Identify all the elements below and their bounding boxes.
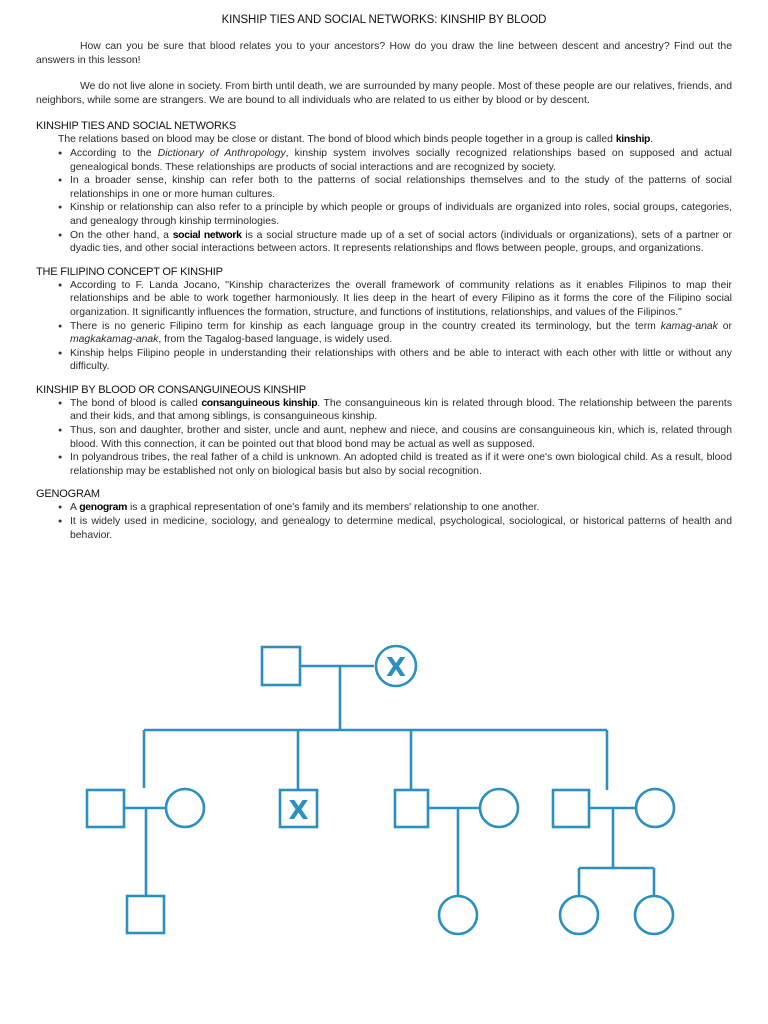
item-text: or: [717, 320, 732, 332]
list-item: There is no generic Filipino term for ki…: [58, 320, 732, 347]
list-item: The bond of blood is called consanguineo…: [58, 397, 733, 424]
list-item: On the other hand, a social network is a…: [58, 229, 732, 256]
list-item: In a broader sense, kinship can refer bo…: [58, 174, 732, 201]
italic-magkakamag-anak: magkakamag-anak: [70, 334, 159, 346]
term-genogram: genogram: [79, 502, 128, 514]
item-text: There is no generic Filipino term for ki…: [70, 320, 661, 332]
lead-text-end: .: [650, 134, 653, 146]
heading-consanguineous: KINSHIP BY BLOOD OR CONSANGUINEOUS KINSH…: [36, 383, 306, 396]
male-symbol: [85, 788, 126, 829]
male-symbol: [260, 645, 302, 687]
deceased-mark: X: [288, 796, 308, 826]
list-item: It is widely used in medicine, sociology…: [58, 515, 732, 542]
term-kinship: kinship: [615, 134, 651, 146]
female-symbol: [633, 894, 675, 936]
list-item: According to F. Landa Jocano, "Kinship c…: [58, 279, 732, 320]
list-item: A genogram is a graphical representation…: [58, 501, 732, 515]
intro-paragraph-1: How can you be sure that blood relates y…: [36, 41, 732, 66]
item-text: is a graphical representation of one's f…: [127, 502, 540, 514]
document-page: KINSHIP TIES AND SOCIAL NETWORKS: KINSHI…: [36, 14, 732, 542]
male-symbol: [551, 788, 591, 829]
list-item: Thus, son and daughter, brother and sist…: [58, 424, 732, 451]
filipino-concept-list: According to F. Landa Jocano, "Kinship c…: [36, 279, 732, 374]
italic-dictionary: Dictionary of Anthropology: [157, 147, 286, 159]
list-item: According to the Dictionary of Anthropol…: [58, 147, 732, 174]
heading-genogram: GENOGRAM: [36, 488, 100, 501]
list-item: Kinship or relationship can also refer t…: [58, 201, 732, 228]
consanguineous-list: The bond of blood is called consanguineo…: [36, 397, 732, 479]
female-symbol: [558, 894, 600, 936]
term-social-network: social network: [172, 229, 242, 241]
heading-kinship-ties: KINSHIP TIES AND SOCIAL NETWORKS: [36, 120, 237, 133]
female-deceased-symbol: [374, 644, 418, 688]
italic-kamag-anak: kamag-anak: [660, 320, 718, 332]
heading-filipino-concept: THE FILIPINO CONCEPT OF KINSHIP: [36, 265, 223, 278]
female-symbol: [634, 787, 676, 829]
female-symbol: [164, 787, 206, 829]
item-text: , kinship system involves socially recog…: [70, 147, 732, 173]
intro-paragraph-2: We do not live alone in society. From bi…: [36, 81, 732, 106]
item-text: . The consanguineous kin is related thro…: [70, 397, 733, 423]
item-text: On the other hand, a: [70, 229, 173, 241]
list-item: In polyandrous tribes, the real father o…: [58, 451, 732, 478]
item-text: The bond of blood is called: [70, 397, 202, 409]
male-deceased-symbol: [278, 788, 319, 829]
male-symbol: [393, 788, 430, 829]
list-item: Kinship helps Filipino people in underst…: [58, 347, 732, 374]
lead-text: The relations based on blood may be clos…: [58, 134, 616, 146]
genogram-diagram: X X: [85, 644, 676, 936]
deceased-mark: X: [386, 653, 406, 683]
female-symbol: [437, 894, 479, 936]
male-symbol: [125, 894, 166, 935]
page-title: KINSHIP TIES AND SOCIAL NETWORKS: KINSHI…: [221, 14, 547, 26]
genogram-list: A genogram is a graphical representation…: [36, 501, 732, 542]
term-consanguineous-kinship: consanguineous kinship: [201, 397, 318, 409]
female-symbol: [478, 787, 520, 829]
item-text: is a social structure made up of a set o…: [70, 229, 732, 255]
item-text: A: [70, 502, 80, 514]
genogram-lines: [85, 644, 676, 936]
item-text: According to the: [70, 147, 158, 159]
item-text: , from the Tagalog-based language, is wi…: [158, 334, 393, 346]
kinship-ties-lead: The relations based on blood may be clos…: [36, 133, 732, 147]
kinship-ties-list: According to the Dictionary of Anthropol…: [36, 147, 732, 256]
